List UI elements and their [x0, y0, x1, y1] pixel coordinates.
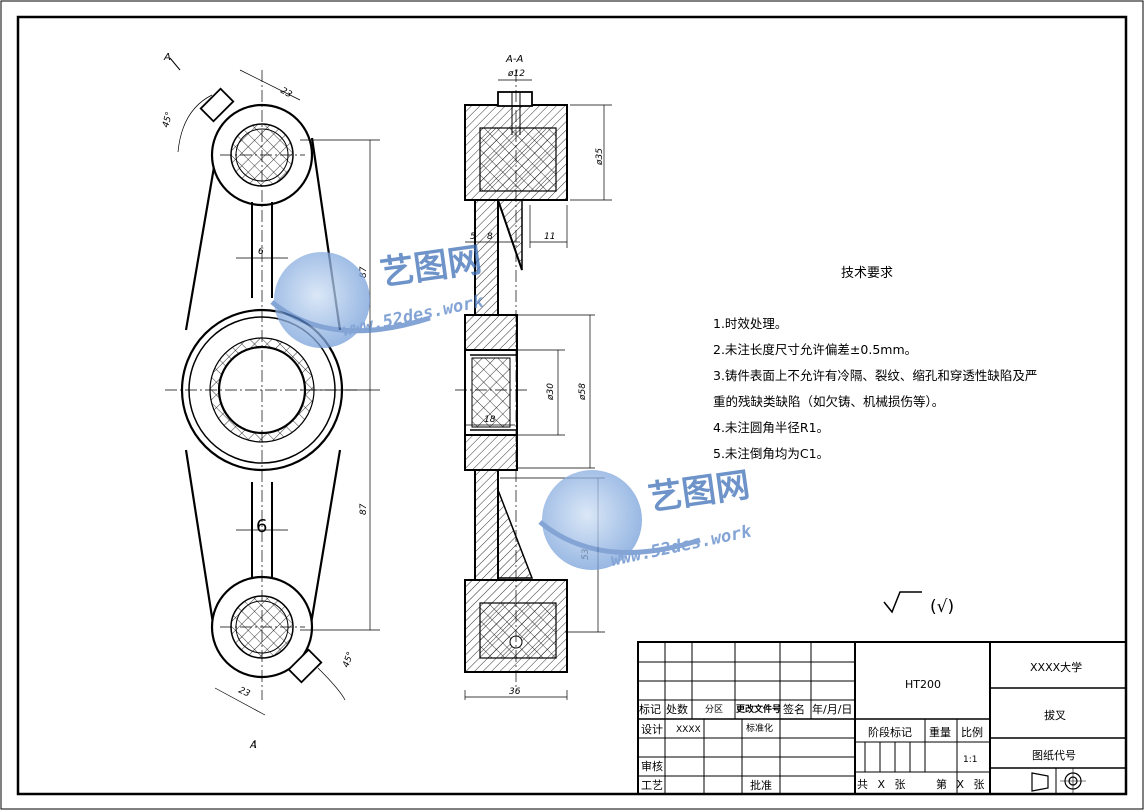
- standardize-label: 标准化: [746, 722, 773, 734]
- dim-boss-dia: ø35: [595, 148, 605, 166]
- approve-label: 批准: [750, 778, 772, 792]
- dim-angle-bottom: 45°: [341, 651, 356, 669]
- watermark-1-brand: 艺图网: [378, 240, 485, 294]
- dim-rib-offset: 11: [544, 232, 555, 242]
- requirement-item: 4.未注圆角半径R1。: [713, 420, 830, 435]
- sheets-total: 共 X 张: [857, 778, 909, 791]
- watermark-1: 艺图网 www.52des.work: [270, 240, 486, 348]
- projection-symbol: [1031, 768, 1086, 794]
- inner-frame: [16, 15, 1128, 796]
- watermark-2: 艺图网 www.52des.work: [538, 465, 754, 571]
- requirement-item: 3.铸件表面上不允许有冷隔、裂纹、缩孔和穿透性缺陷及严: [713, 368, 1038, 383]
- design-label: 设计: [641, 723, 663, 736]
- rev-header-zone: 分区: [705, 704, 723, 715]
- section-mark-top: A: [163, 52, 171, 63]
- part-name: 拔叉: [1044, 708, 1066, 722]
- section-view: [455, 70, 612, 700]
- surface-finish-symbol: [883, 591, 922, 614]
- requirement-item: 5.未注倒角均为C1。: [713, 446, 830, 461]
- surface-finish-note: (√): [930, 597, 954, 617]
- dim-hub-dia: ø58: [578, 383, 588, 401]
- rev-header-mark: 标记: [639, 702, 661, 716]
- drawing-number-label: 图纸代号: [1032, 749, 1076, 762]
- requirement-item: 1.时效处理。: [713, 316, 788, 331]
- designer-name: XXXX: [676, 725, 701, 735]
- review-label: 审核: [641, 759, 663, 773]
- dim-flange-a: 5: [470, 232, 476, 242]
- dim-lug-width-bottom: 23: [237, 686, 252, 700]
- rev-header-date: 年/月/日: [812, 702, 852, 716]
- section-mark-bottom: A: [249, 740, 257, 751]
- rev-header-count: 处数: [666, 703, 688, 716]
- weight-label: 重量: [929, 725, 951, 739]
- requirement-item: 2.未注长度尺寸允许偏差±0.5mm。: [713, 342, 918, 357]
- dim-lug-width-top: 23: [279, 86, 294, 101]
- section-label: A-A: [505, 54, 523, 65]
- dim-rib-bottom: 6: [256, 516, 267, 537]
- stage-label: 阶段标记: [868, 725, 912, 739]
- dim-bore-dia: ø30: [546, 383, 556, 401]
- dim-pin-hole: ø12: [507, 69, 525, 79]
- watermark-2-brand: 艺图网: [646, 465, 753, 519]
- school-name: XXXX大学: [1030, 660, 1082, 674]
- dim-hub-width: 18: [484, 415, 496, 425]
- scale-label: 比例: [961, 725, 983, 739]
- dim-flange-b: 8: [487, 232, 493, 242]
- process-label: 工艺: [641, 779, 663, 792]
- dim-center-bottom: 87: [359, 503, 369, 515]
- dim-angle-top: 45°: [161, 111, 175, 129]
- dim-rib-top: 6: [258, 247, 264, 257]
- material: HT200: [905, 678, 941, 691]
- title-block: [637, 641, 1127, 795]
- sheet-number: 第 X 张: [936, 777, 988, 791]
- dim-center-top: 87: [359, 266, 369, 278]
- front-view: [165, 57, 380, 748]
- rev-header-sign: 签名: [783, 702, 805, 716]
- rev-header-doc: 更改文件号: [736, 703, 781, 715]
- technical-requirements-title: 技术要求: [841, 266, 894, 281]
- requirement-item: 重的残缺类缺陷（如欠铸、机械损伤等）。: [713, 394, 945, 409]
- dim-overall-width: 36: [509, 687, 521, 697]
- scale-value: 1:1: [963, 755, 977, 765]
